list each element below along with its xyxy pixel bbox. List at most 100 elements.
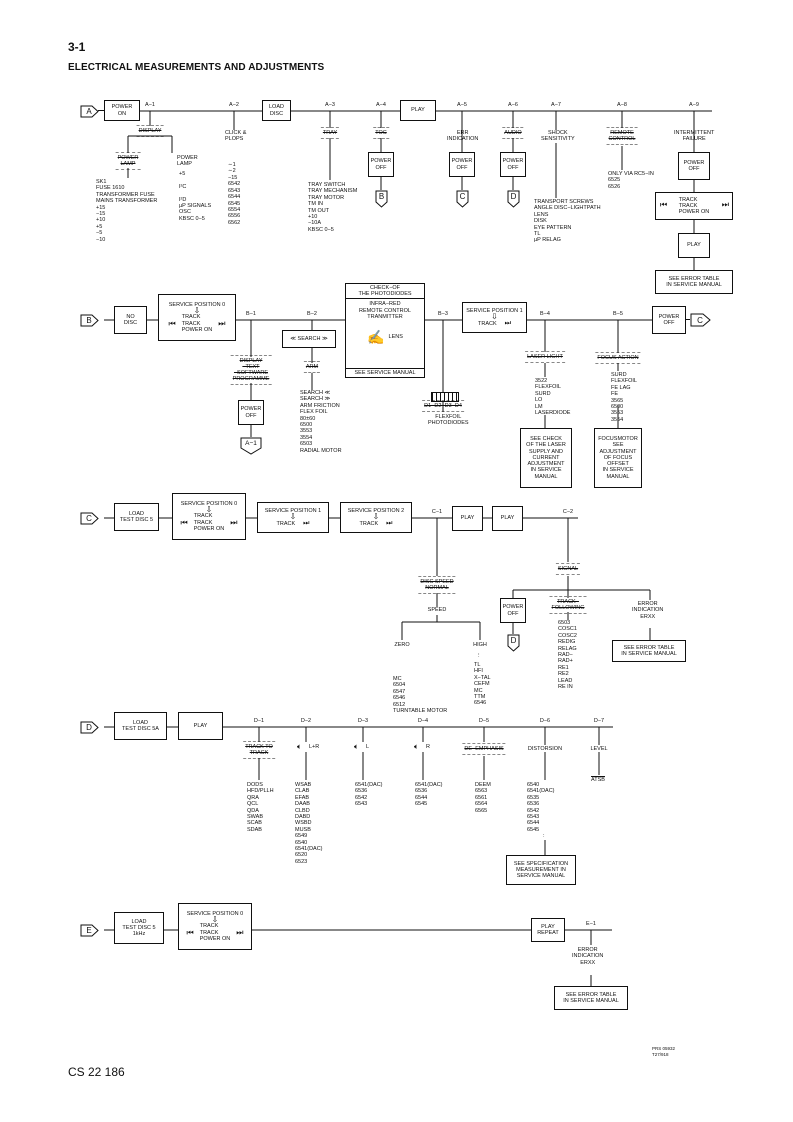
focus-motor-box: FOCUSMOTOR SEE ADJUSTMENT OF FOCUS OFFSE… [594, 428, 642, 488]
reference-code: PRS 05932 T27/918 [652, 1046, 676, 1057]
speed-label: SPEED [427, 607, 447, 613]
photodiode-icon [431, 392, 459, 402]
arrow-down-icon: ⇩ [205, 505, 213, 515]
shock-sensitivity-title: SHOCK SENSITIVITY [541, 130, 575, 143]
c-service-position-1-box[interactable]: SERVICE POSITION 1 ⇩ TRACK⏭ [257, 502, 329, 533]
track-forward-icon: ⏭ [218, 318, 226, 328]
a4-power-off-box[interactable]: POWER OFF [368, 152, 394, 177]
c2-power-off-box[interactable]: POWER OFF [500, 598, 526, 623]
a6-power-off-box[interactable]: POWER OFF [500, 152, 526, 177]
step-label: B−3 [438, 311, 448, 317]
a1-left-list: SK1 FUSE 1610 TRANSFORMER FUSE MAINS TRA… [96, 179, 158, 243]
arrow-down-icon: ⇩ [211, 915, 219, 925]
load-test-disc-5-1khz-box[interactable]: LOAD TEST DISC 5 1kHz [114, 912, 164, 944]
connector-b[interactable]: B [80, 314, 99, 327]
d5-list: DEEM 6563 6561 6564 6565 [475, 782, 491, 814]
connector-c[interactable]: C [80, 512, 99, 525]
svc0-sub: TRACK TRACK POWER ON [199, 923, 231, 942]
a9-power-off-box[interactable]: POWER OFF [678, 152, 710, 180]
load-test-disc-5-box[interactable]: LOAD TEST DISC 5 [114, 503, 159, 531]
track-forward-icon: ⏭ [504, 319, 511, 327]
connector-b-out[interactable]: B [375, 190, 388, 208]
zero-label: ZERO [394, 642, 410, 648]
connector-c-out[interactable]: C [456, 190, 469, 208]
connector-c-out[interactable]: C [690, 313, 711, 327]
service-position-1-box[interactable]: SERVICE POSITION 1 ⇩ TRACK⏭ [462, 302, 527, 333]
connector-e[interactable]: E [80, 924, 99, 937]
de-emphasis-check: DE−EMPHASIS [462, 743, 506, 755]
step-label: A−4 [376, 102, 386, 108]
e-error-table-box: SEE ERROR TABLE IN SERVICE MANUAL [554, 986, 628, 1010]
a9-track-box[interactable]: ⏮ TRACK TRACK POWER ON ⏭ [655, 192, 733, 220]
focus-action-check: FOCUS ACTION [595, 352, 641, 364]
track-to-track-check: TRACK TO TRACK [243, 741, 275, 759]
play-repeat-box[interactable]: PLAY REPEAT [531, 918, 565, 942]
service-position-0-box[interactable]: SERVICE POSITION 0 ⇩ ⏮TRACK TRACK POWER … [158, 294, 236, 341]
err-indication-title: ERR INDICATION [447, 130, 479, 143]
disc-speed-check: DISC SPEED NORMAL [418, 576, 457, 594]
c2-error-indication: ERROR INDICATION ERXX [632, 601, 664, 620]
distorsion-title: DISTORSION [527, 746, 563, 752]
b-power-off-box[interactable]: POWER OFF [652, 306, 686, 334]
laser-supply-box: SEE CHECK OF THE LASER SUPPLY AND CURREN… [520, 428, 572, 488]
a5-power-off-box[interactable]: POWER OFF [449, 152, 475, 177]
step-label: D−6 [539, 718, 551, 724]
no-disc-box[interactable]: NO DISC [114, 306, 147, 334]
svc0-sub: TRACK TRACK POWER ON [193, 513, 225, 532]
svc1-title: SERVICE POSITION 1 [264, 508, 322, 515]
signal-check: SIGNAL [555, 563, 581, 575]
photodiodes-check: D1−D2−D3−D4 [422, 400, 464, 412]
intermittent-failure-title: INTERMITTENT FAILURE [674, 130, 715, 143]
power-on-box[interactable]: POWER ON [104, 100, 140, 121]
speaker-icon: 🔈︎ [414, 742, 419, 751]
e-service-position-0-box[interactable]: SERVICE POSITION 0 ⇩ ⏮TRACK TRACK POWER … [178, 903, 252, 950]
c2-error-table-box: SEE ERROR TABLE IN SERVICE MANUAL [612, 640, 686, 662]
play-box[interactable]: PLAY [400, 100, 436, 121]
arrow-down-icon: ⇩ [491, 312, 498, 322]
c-service-position-2-box[interactable]: SERVICE POSITION 2 ⇩ TRACK⏭ [340, 502, 412, 533]
b2-list: SEARCH ≪ SEARCH ≫ ARM FRICTION FLEX FOIL… [300, 390, 342, 454]
track-forward-icon: ⏭ [230, 517, 238, 527]
speaker-icon: 🔈︎ [354, 742, 359, 751]
high-list: TL HFI X−TAL CEFM MC TTM 6546 [474, 662, 491, 707]
step-label: A−3 [325, 102, 335, 108]
track-forward-icon: ⏭ [236, 927, 244, 937]
connector-d-out[interactable]: D [507, 634, 520, 652]
connector-d[interactable]: D [80, 721, 99, 734]
c-play-box-1[interactable]: PLAY [452, 506, 483, 531]
arrow-down-icon: ⇩ [289, 512, 297, 522]
c-play-box-2[interactable]: PLAY [492, 506, 523, 531]
page-number: 3-1 [68, 40, 86, 54]
search-button[interactable]: ≪ SEARCH ≫ [282, 330, 336, 348]
ir-sub: INFRA−RED REMOTE CONTROL TRANMITTER [359, 301, 411, 320]
step-label: A−1 [145, 102, 155, 108]
connector-d-out[interactable]: D [507, 190, 520, 208]
ir-footer: SEE SERVICE MANUAL [346, 367, 424, 377]
c-service-position-0-box[interactable]: SERVICE POSITION 0 ⇩ ⏮TRACK TRACK POWER … [172, 493, 246, 540]
d-play-box[interactable]: PLAY [178, 712, 223, 740]
load-disc-box[interactable]: LOAD DISC [262, 100, 291, 121]
arrow-down-icon: ⇩ [372, 512, 380, 522]
b1-power-off-box[interactable]: POWER OFF [238, 400, 264, 425]
page-title: ELECTRICAL MEASUREMENTS AND ADJUSTMENTS [68, 62, 325, 73]
display-text-check: DISPLAY –TEXT –SOFTWARE PROGRAMME [230, 355, 271, 385]
document-id: CS 22 186 [68, 1065, 125, 1079]
step-label: E−1 [586, 921, 596, 927]
ir-lens: LENS [388, 333, 403, 340]
a9-play-box[interactable]: PLAY [678, 233, 710, 258]
arm-check: ARM [303, 361, 321, 373]
remote-control-check: REMOTE CONTROL [606, 127, 638, 145]
connector-a[interactable]: A [80, 105, 99, 118]
step-label: B−5 [613, 311, 623, 317]
display-check: DISPLAY [136, 125, 164, 137]
step-label: A−9 [689, 102, 699, 108]
svc0-title: SERVICE POSITION 0 [180, 500, 238, 507]
step-label: D−5 [478, 718, 490, 724]
load-test-disc-5a-box[interactable]: LOAD TEST DISC 5A [114, 712, 167, 740]
step-label: B−1 [246, 311, 256, 317]
step-label: A−8 [617, 102, 627, 108]
connector-a1-out[interactable]: A−1 [240, 437, 262, 455]
track-back-icon: ⏮ [168, 318, 176, 328]
d2-label: L+R [309, 744, 320, 750]
